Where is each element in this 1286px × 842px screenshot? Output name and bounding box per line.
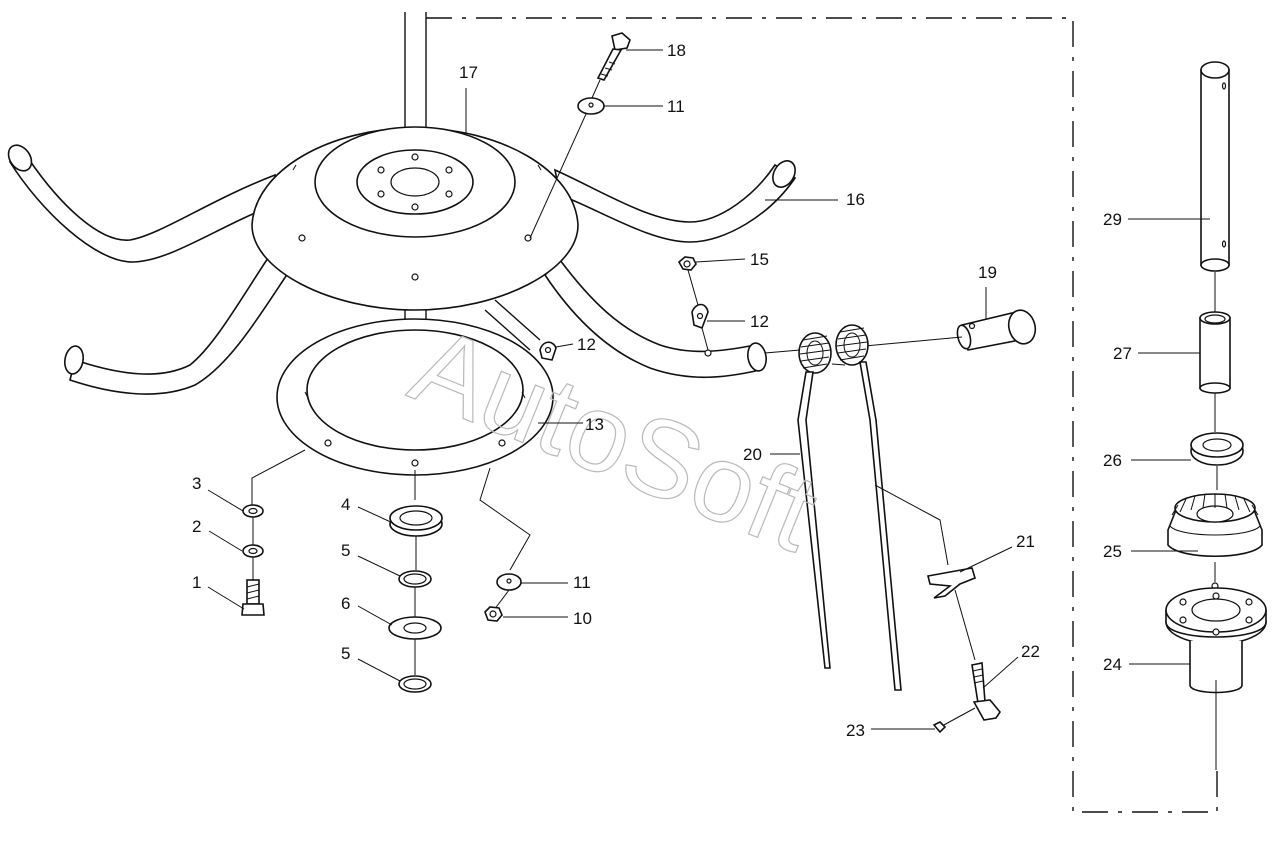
callout-20: 20 — [743, 445, 762, 464]
nut-clip-right — [677, 256, 712, 357]
tine-clamp — [874, 484, 1001, 734]
callout-18: 18 — [667, 41, 686, 60]
callout-19: 19 — [978, 263, 997, 282]
lower-nut-stack — [479, 467, 531, 622]
callout-12-right: 12 — [750, 312, 769, 331]
callout-4: 4 — [341, 495, 350, 514]
callout-23: 23 — [846, 721, 865, 740]
callout-17: 17 — [459, 63, 478, 82]
callout-22: 22 — [1021, 642, 1040, 661]
callout-29: 29 — [1103, 210, 1122, 229]
callout-15: 15 — [750, 250, 769, 269]
callout-21: 21 — [1016, 532, 1035, 551]
callout-5-lower: 5 — [341, 644, 350, 663]
callout-16: 16 — [846, 190, 865, 209]
callout-11-top: 11 — [667, 97, 685, 116]
top-bolt-stack — [529, 32, 631, 239]
callout-11-bottom: 11 — [573, 573, 591, 592]
callout-5-upper: 5 — [341, 541, 350, 560]
callout-labels: 1 2 3 4 5 5 6 10 11 11 12 12 13 15 16 17… — [192, 41, 1132, 740]
clip-left — [539, 341, 557, 361]
callout-leaders — [207, 49, 1210, 730]
center-bearing-stack — [388, 470, 443, 693]
callout-10: 10 — [573, 609, 592, 628]
callout-27: 27 — [1113, 344, 1132, 363]
pin — [764, 309, 1037, 354]
clamp-ring — [276, 318, 554, 476]
callout-1: 1 — [192, 573, 201, 592]
callout-12-left: 12 — [577, 335, 596, 354]
left-hardware-stack — [241, 449, 306, 616]
callout-26: 26 — [1103, 451, 1122, 470]
callout-13: 13 — [585, 415, 604, 434]
callout-3: 3 — [192, 474, 201, 493]
callout-6: 6 — [341, 594, 350, 613]
tine-arms — [7, 144, 797, 395]
callout-24: 24 — [1103, 655, 1122, 674]
callout-2: 2 — [192, 517, 201, 536]
dome-plate — [251, 126, 579, 311]
callout-25: 25 — [1103, 542, 1122, 561]
right-drive-column — [1165, 61, 1267, 770]
spring-tine — [797, 324, 902, 691]
